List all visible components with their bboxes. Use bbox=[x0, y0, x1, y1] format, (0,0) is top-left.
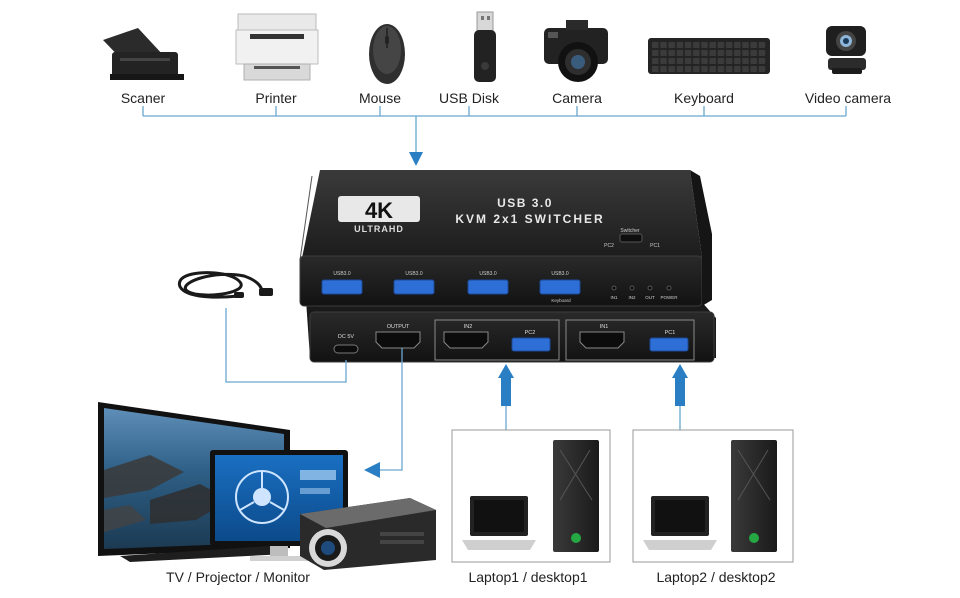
input1-group bbox=[565, 319, 695, 361]
back-pc2-label: PC2 bbox=[525, 330, 536, 336]
video-camera-label: Video camera bbox=[804, 90, 892, 106]
back-output-label: OUTPUT bbox=[387, 324, 410, 330]
host1-label: Laptop1 / desktop1 bbox=[468, 569, 588, 585]
mouse-icon bbox=[369, 24, 405, 84]
input2-up-arrow bbox=[498, 364, 514, 406]
status-led bbox=[647, 285, 653, 291]
usb-disk-label: USB Disk bbox=[439, 90, 499, 106]
mouse-label: Mouse bbox=[358, 90, 402, 106]
logo-4k-badge bbox=[338, 196, 420, 222]
keyboard-icon bbox=[648, 38, 770, 74]
switch-label: Switcher bbox=[620, 228, 640, 234]
keyboard-port-tag: Keyboard bbox=[551, 298, 571, 303]
usb-port[interactable] bbox=[321, 279, 363, 295]
front-pc2-label: PC2 bbox=[604, 243, 614, 249]
output-left-arrow bbox=[364, 462, 380, 478]
input2-group bbox=[434, 319, 560, 361]
scanner-icon bbox=[103, 28, 184, 80]
printer-icon bbox=[235, 13, 319, 81]
usb-bus-lines bbox=[142, 106, 847, 155]
usb-pc1-port[interactable] bbox=[649, 337, 689, 352]
logo-sub: ULTRAHD bbox=[354, 224, 404, 234]
logo-main: 4K bbox=[365, 198, 393, 223]
usb-pc2-port[interactable] bbox=[511, 337, 551, 352]
usb-port-label: USB3.0 bbox=[479, 271, 496, 277]
back-pc1-label: PC1 bbox=[665, 330, 676, 336]
front-usb-ports: USB3.0 USB3.0 USB3.0 USB3.0 bbox=[321, 271, 581, 295]
camera-icon bbox=[544, 20, 608, 82]
front-pc1-label: PC1 bbox=[650, 243, 660, 249]
laptop1-icon bbox=[462, 496, 536, 550]
usb-cable-icon bbox=[177, 271, 264, 299]
keyboard-label: Keyboard bbox=[674, 90, 734, 106]
led-label: IN2 bbox=[628, 295, 636, 300]
input1-up-arrow bbox=[672, 364, 688, 406]
bus-down-arrow bbox=[409, 152, 423, 166]
camera-label: Camera bbox=[552, 90, 602, 106]
led-label: OUT bbox=[645, 295, 655, 300]
back-dc-label: DC 5V bbox=[338, 334, 355, 340]
switch-toggle[interactable] bbox=[619, 233, 643, 243]
usb-disk-icon bbox=[474, 11, 496, 82]
usb-port-label: USB3.0 bbox=[405, 271, 422, 277]
usb-plug-end bbox=[259, 288, 273, 296]
scanner-label: Scaner bbox=[120, 90, 166, 106]
status-led bbox=[611, 285, 617, 291]
status-led bbox=[666, 285, 672, 291]
usb-port[interactable] bbox=[467, 279, 509, 295]
video-camera-icon bbox=[826, 26, 866, 74]
projector-icon bbox=[300, 498, 436, 570]
switcher-title-line1: USB 3.0 bbox=[497, 196, 553, 210]
dc-port[interactable] bbox=[333, 344, 359, 354]
usb-port-label: USB3.0 bbox=[333, 271, 350, 277]
led-label: POWER bbox=[660, 295, 678, 300]
back-in1-label: IN1 bbox=[600, 324, 609, 330]
usb-port[interactable] bbox=[393, 279, 435, 295]
switcher-title-line2: KVM 2x1 SWITCHER bbox=[455, 212, 604, 226]
host2-label: Laptop2 / desktop2 bbox=[656, 569, 776, 585]
laptop2-icon bbox=[643, 496, 717, 550]
hdmi-in1-port[interactable] bbox=[579, 331, 625, 349]
back-in2-label: IN2 bbox=[464, 324, 473, 330]
desktop1-icon bbox=[553, 440, 599, 552]
printer-label: Printer bbox=[255, 90, 297, 106]
usbc-plug-end bbox=[234, 292, 244, 298]
hdmi-in2-port[interactable] bbox=[443, 331, 489, 349]
hdmi-output-port[interactable] bbox=[375, 331, 421, 349]
desktop2-icon bbox=[731, 440, 777, 552]
status-led bbox=[629, 285, 635, 291]
led-label: IN1 bbox=[610, 295, 618, 300]
usb-port[interactable] bbox=[539, 279, 581, 295]
display-label: TV / Projector / Monitor bbox=[166, 569, 310, 585]
usb-port-label: USB3.0 bbox=[551, 271, 568, 277]
status-leds: IN1 IN2 OUT POWER bbox=[610, 285, 678, 300]
kvm-switcher: 4K ULTRAHD USB 3.0 KVM 2x1 SWITCHER Swit… bbox=[299, 170, 716, 363]
